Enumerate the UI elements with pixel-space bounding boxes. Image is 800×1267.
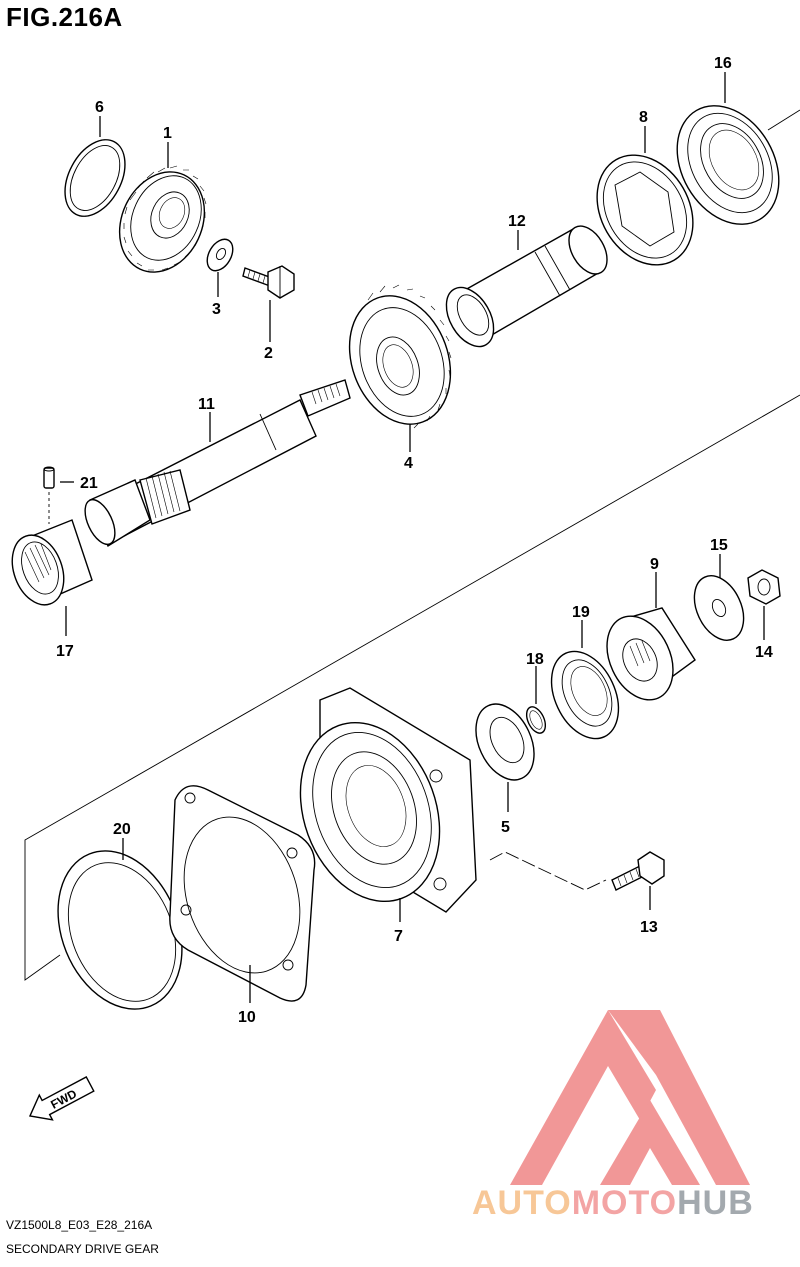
- svg-text:AUTOMOTOHUB: AUTOMOTOHUB: [472, 1184, 754, 1222]
- callout-6: 6: [95, 99, 104, 116]
- callout-labels: 1 2 3 4 5 6 7 8 9 10 11 12 13 14 15 16 1…: [56, 55, 773, 1026]
- part-needle-bearing-17: [11, 519, 93, 606]
- part-washer-15: [693, 575, 745, 641]
- watermark-auto: AUTO: [472, 1184, 572, 1222]
- part-gasket-10: [169, 785, 316, 1002]
- callout-21: 21: [80, 475, 98, 492]
- fwd-arrow-icon: FWD: [28, 1076, 95, 1121]
- callout-7: 7: [394, 928, 403, 945]
- part-nut-14: [747, 569, 781, 605]
- leader-lines: [60, 72, 765, 1003]
- callout-14: 14: [755, 644, 773, 661]
- part-bolt-2: [242, 265, 295, 299]
- part-bearing-housing-7: [299, 687, 477, 913]
- callout-8: 8: [639, 109, 648, 126]
- callout-11: 11: [198, 396, 215, 413]
- part-bearing-5: [475, 703, 535, 781]
- part-washer-3: [206, 238, 234, 272]
- part-bevel-gear-1: [118, 165, 207, 273]
- watermark-hub: HUB: [677, 1184, 754, 1222]
- automotohub-watermark: AUTOMOTOHUB: [472, 1010, 754, 1222]
- part-bolt-13: [489, 851, 665, 891]
- watermark-moto: MOTO: [572, 1184, 677, 1222]
- part-coupling-9: [606, 607, 696, 701]
- callout-12: 12: [508, 213, 526, 230]
- callout-4: 4: [404, 455, 413, 472]
- part-oil-seal-19: [550, 650, 620, 740]
- callout-3: 3: [212, 301, 221, 318]
- assembly-group-outline: [24, 109, 800, 981]
- callout-10: 10: [238, 1009, 256, 1026]
- callout-1: 1: [163, 125, 172, 142]
- part-oil-seal-16: [676, 105, 780, 225]
- figure-title: FIG.216A: [6, 2, 123, 32]
- part-pin-21: [43, 466, 55, 524]
- figure-caption: SECONDARY DRIVE GEAR: [6, 1242, 159, 1256]
- callout-15: 15: [710, 537, 728, 554]
- callout-2: 2: [264, 345, 273, 362]
- part-hex-washer-8: [596, 154, 694, 266]
- part-o-ring-18: [525, 706, 547, 734]
- part-o-ring-6: [64, 139, 126, 217]
- callout-13: 13: [640, 919, 658, 936]
- callout-18: 18: [526, 651, 544, 668]
- part-bevel-gear-4: [348, 284, 452, 429]
- callout-17: 17: [56, 643, 74, 660]
- callout-20: 20: [113, 821, 131, 838]
- watermark-logo-icon: [510, 1010, 750, 1185]
- part-drive-shaft-11: [84, 379, 351, 548]
- part-sleeve-12: [445, 225, 608, 348]
- callout-19: 19: [572, 604, 590, 621]
- callout-16: 16: [714, 55, 732, 72]
- figure-code: VZ1500L8_E03_E28_216A: [6, 1218, 153, 1232]
- callout-5: 5: [501, 819, 510, 836]
- callout-9: 9: [650, 556, 659, 573]
